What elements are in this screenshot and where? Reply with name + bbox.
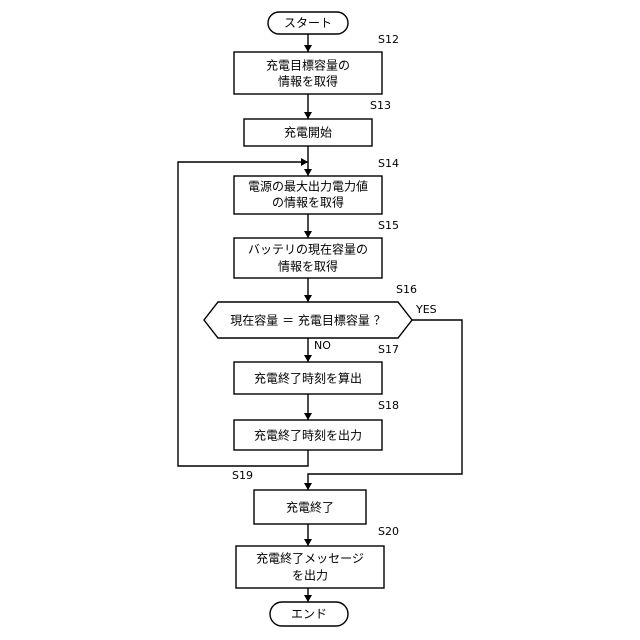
process-box-s18: 充電終了時刻を出力 <box>234 420 382 450</box>
yes-label: YES <box>415 303 437 316</box>
s16-label: 現在容量 ＝ 充電目標容量 ？ <box>230 313 385 328</box>
step-id-s16: S16 <box>396 283 417 296</box>
arrowhead-loop-join <box>301 158 308 166</box>
start-label: スタート <box>284 16 332 30</box>
arrowhead-s13 <box>304 112 312 119</box>
process-box-s19: 充電終了 <box>254 490 366 524</box>
process-box-s20: 充電終了メッセージ を出力 <box>236 546 384 588</box>
s12-label-line-1: 充電目標容量の <box>266 58 350 73</box>
step-id-s19: S19 <box>232 469 253 482</box>
start-terminal: スタート <box>268 12 348 34</box>
s17-label: 充電終了時刻を算出 <box>254 371 362 386</box>
end-terminal: エンド <box>270 602 348 626</box>
arrowhead-s14 <box>304 169 312 176</box>
no-label: NO <box>314 339 331 352</box>
process-box-s15: バッテリの現在容量の 情報を取得 <box>234 238 382 278</box>
s15-label-line-1: バッテリの現在容量の <box>248 242 368 257</box>
step-id-s13: S13 <box>370 99 391 112</box>
step-id-s15: S15 <box>378 219 399 232</box>
step-id-s17: S17 <box>378 343 399 356</box>
process-box-s13: 充電開始 <box>244 119 372 146</box>
arrowhead-s12 <box>304 45 312 52</box>
arrowhead-s19 <box>304 483 312 490</box>
s18-label: 充電終了時刻を出力 <box>254 428 362 443</box>
arrowhead-s15 <box>304 231 312 238</box>
arrowhead-s18 <box>304 413 312 420</box>
end-label: エンド <box>291 607 327 621</box>
process-box-s17: 充電終了時刻を算出 <box>234 362 382 394</box>
s20-label-line-2: を出力 <box>292 569 328 583</box>
arrowhead-s17 <box>304 355 312 362</box>
s13-label: 充電開始 <box>284 125 332 140</box>
s14-label-line-2: の情報を取得 <box>272 195 344 210</box>
s14-label-line-1: 電源の最大出力電力値 <box>248 179 368 194</box>
step-id-s12: S12 <box>378 33 399 46</box>
s19-label: 充電終了 <box>286 500 334 515</box>
arrowhead-end <box>304 595 312 602</box>
step-id-s14: S14 <box>378 157 399 170</box>
step-id-s18: S18 <box>378 399 399 412</box>
s15-label-line-2: 情報を取得 <box>278 259 338 274</box>
step-id-s20: S20 <box>378 525 399 538</box>
s12-label-line-2: 情報を取得 <box>278 74 338 89</box>
s20-label-line-1: 充電終了メッセージ <box>256 551 364 566</box>
process-box-s12: 充電目標容量の 情報を取得 <box>234 52 382 94</box>
process-box-s14: 電源の最大出力電力値 の情報を取得 <box>234 176 382 214</box>
arrowhead-s20 <box>304 539 312 546</box>
decision-s16: 現在容量 ＝ 充電目標容量 ？ <box>204 302 412 338</box>
arrowhead-s16 <box>304 295 312 302</box>
